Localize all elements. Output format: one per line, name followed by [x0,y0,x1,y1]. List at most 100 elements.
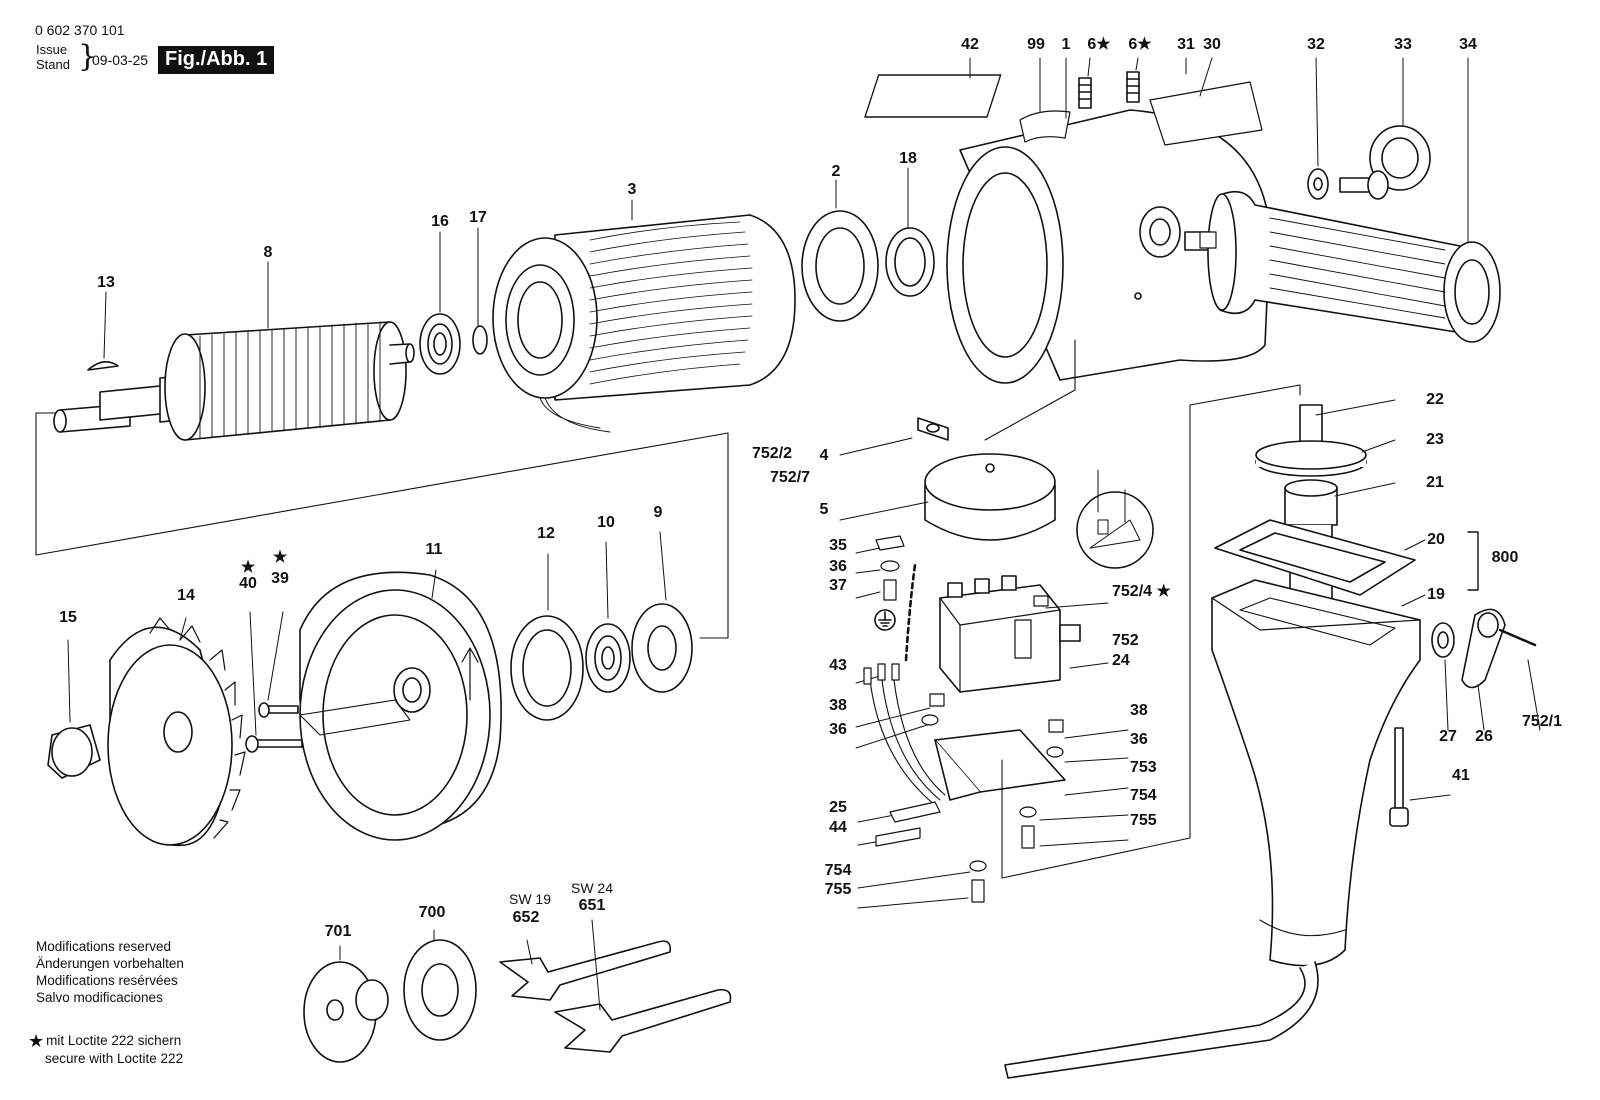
small-hardware [863,231,1217,903]
switch-part [939,575,1081,693]
callout-label: ★ [241,559,256,576]
callout-label: 19 [1427,586,1445,603]
callout-label: 38 [829,697,847,714]
note-line-es: Salvo modificaciones [36,990,163,1005]
callout-label: 32 [1307,36,1325,53]
callout-label: 42 [961,36,979,53]
callout-label: 44 [829,819,847,836]
fan-part [107,617,246,847]
callout-label: 36 [829,721,847,738]
washer-part [1307,168,1329,200]
loctite-line-de: mit Loctite 222 sichern [46,1033,182,1048]
callout-label: 25 [829,799,847,816]
callout-label: 20 [1427,531,1445,548]
leader-lines [67,57,1541,1011]
callout-label: 36 [829,558,847,575]
screw-part [1078,77,1092,109]
callout-label: 14 [177,587,195,604]
callout-label: 651 [579,897,606,914]
callout-label: SW 24 [571,880,613,896]
switch-detail-inset [1076,491,1154,569]
callout-label: 27 [1439,728,1457,745]
callout-label: 6★ [1128,36,1152,53]
callout-label: 39 [271,570,289,587]
callout-label: 5 [820,501,829,518]
brace-glyph: } [78,39,98,74]
armature-part [53,321,415,441]
callout-label: 3 [628,181,637,198]
callout-label: 35 [829,537,847,554]
group-frame-lines [35,339,1301,879]
callout-label: 22 [1426,391,1444,408]
callout-label: 15 [59,609,77,626]
flange-part [403,939,477,1041]
callout-label: 755 [1130,812,1157,829]
power-cord-part [1004,961,1319,1079]
flange-part [303,961,389,1063]
screw-part [1126,71,1140,103]
document-number: 0 602 370 101 [35,22,125,38]
callout-label: 40 [239,575,257,592]
callout-label: 752/4 ★ [1112,583,1171,600]
modifications-notes: Modifications reserved Änderungen vorbeh… [36,938,184,1006]
side-handle-part [1184,190,1501,343]
callout-label: 700 [419,904,446,921]
callout-label: 31 [1177,36,1195,53]
callout-label: 752/1 [1522,713,1562,730]
wrench-part [554,988,732,1053]
screw-part [1389,727,1409,827]
note-line-en: Modifications reserved [36,939,172,954]
callout-label: 24 [1112,652,1130,669]
callout-label: 26 [1475,728,1493,745]
issue-stand-label: Issue Stand [36,42,70,72]
callout-label: 99 [1027,36,1045,53]
callout-label: 41 [1452,767,1470,784]
callout-label: 16 [431,213,449,230]
star-icon: ★ [28,1031,45,1051]
key-part [87,361,119,371]
issue-date: 09-03-25 [92,52,149,68]
eye-bolt-part [1339,125,1431,200]
callout-label: 36 [1130,731,1148,748]
bearing-seat-part [510,615,584,721]
plate-part [631,603,693,693]
callout-label: 43 [829,657,847,674]
cable-leads-part [869,563,946,806]
callout-label: 754 [1130,787,1157,804]
field-part [492,214,796,433]
callout-label: 18 [899,150,917,167]
callout-label: SW 19 [509,891,551,907]
callout-label: 21 [1426,474,1444,491]
callout-label: 752/7 [770,469,810,486]
figure-label: Fig./Abb. 1 [158,46,275,74]
callout-label: 38 [1130,702,1148,719]
callout-label: 755 [825,881,852,898]
callout-label: 752 [1112,632,1139,649]
loctite-note: ★mit Loctite 222 sichern secure with Loc… [28,1032,183,1067]
callout-label: 800 [1492,549,1519,566]
handle-housing-part [1211,579,1421,967]
loctite-line-en: secure with Loctite 222 [45,1051,184,1066]
stand-label: Stand [36,57,70,72]
housing-part [864,74,1271,384]
callout-label: 8 [264,244,273,261]
callout-label: 753 [1130,759,1157,776]
callout-label: 17 [469,209,487,226]
switch-cover-part [924,453,1056,541]
callout-label: 33 [1394,36,1412,53]
cable-clip-part [917,417,949,441]
callout-label: 12 [537,525,555,542]
callout-label: 30 [1203,36,1221,53]
nut-part [47,724,101,779]
callout-label: 13 [97,274,115,291]
seal-ring-part [801,210,879,322]
bearing-part [419,313,461,375]
callout-label: 2 [832,163,841,180]
washer-part [1431,622,1455,658]
lever-part [1461,608,1537,689]
strain-relief-part [934,729,1066,801]
callout-label: 23 [1426,431,1444,448]
issue-label: Issue [36,42,68,57]
callout-label: 1 [1062,36,1071,53]
